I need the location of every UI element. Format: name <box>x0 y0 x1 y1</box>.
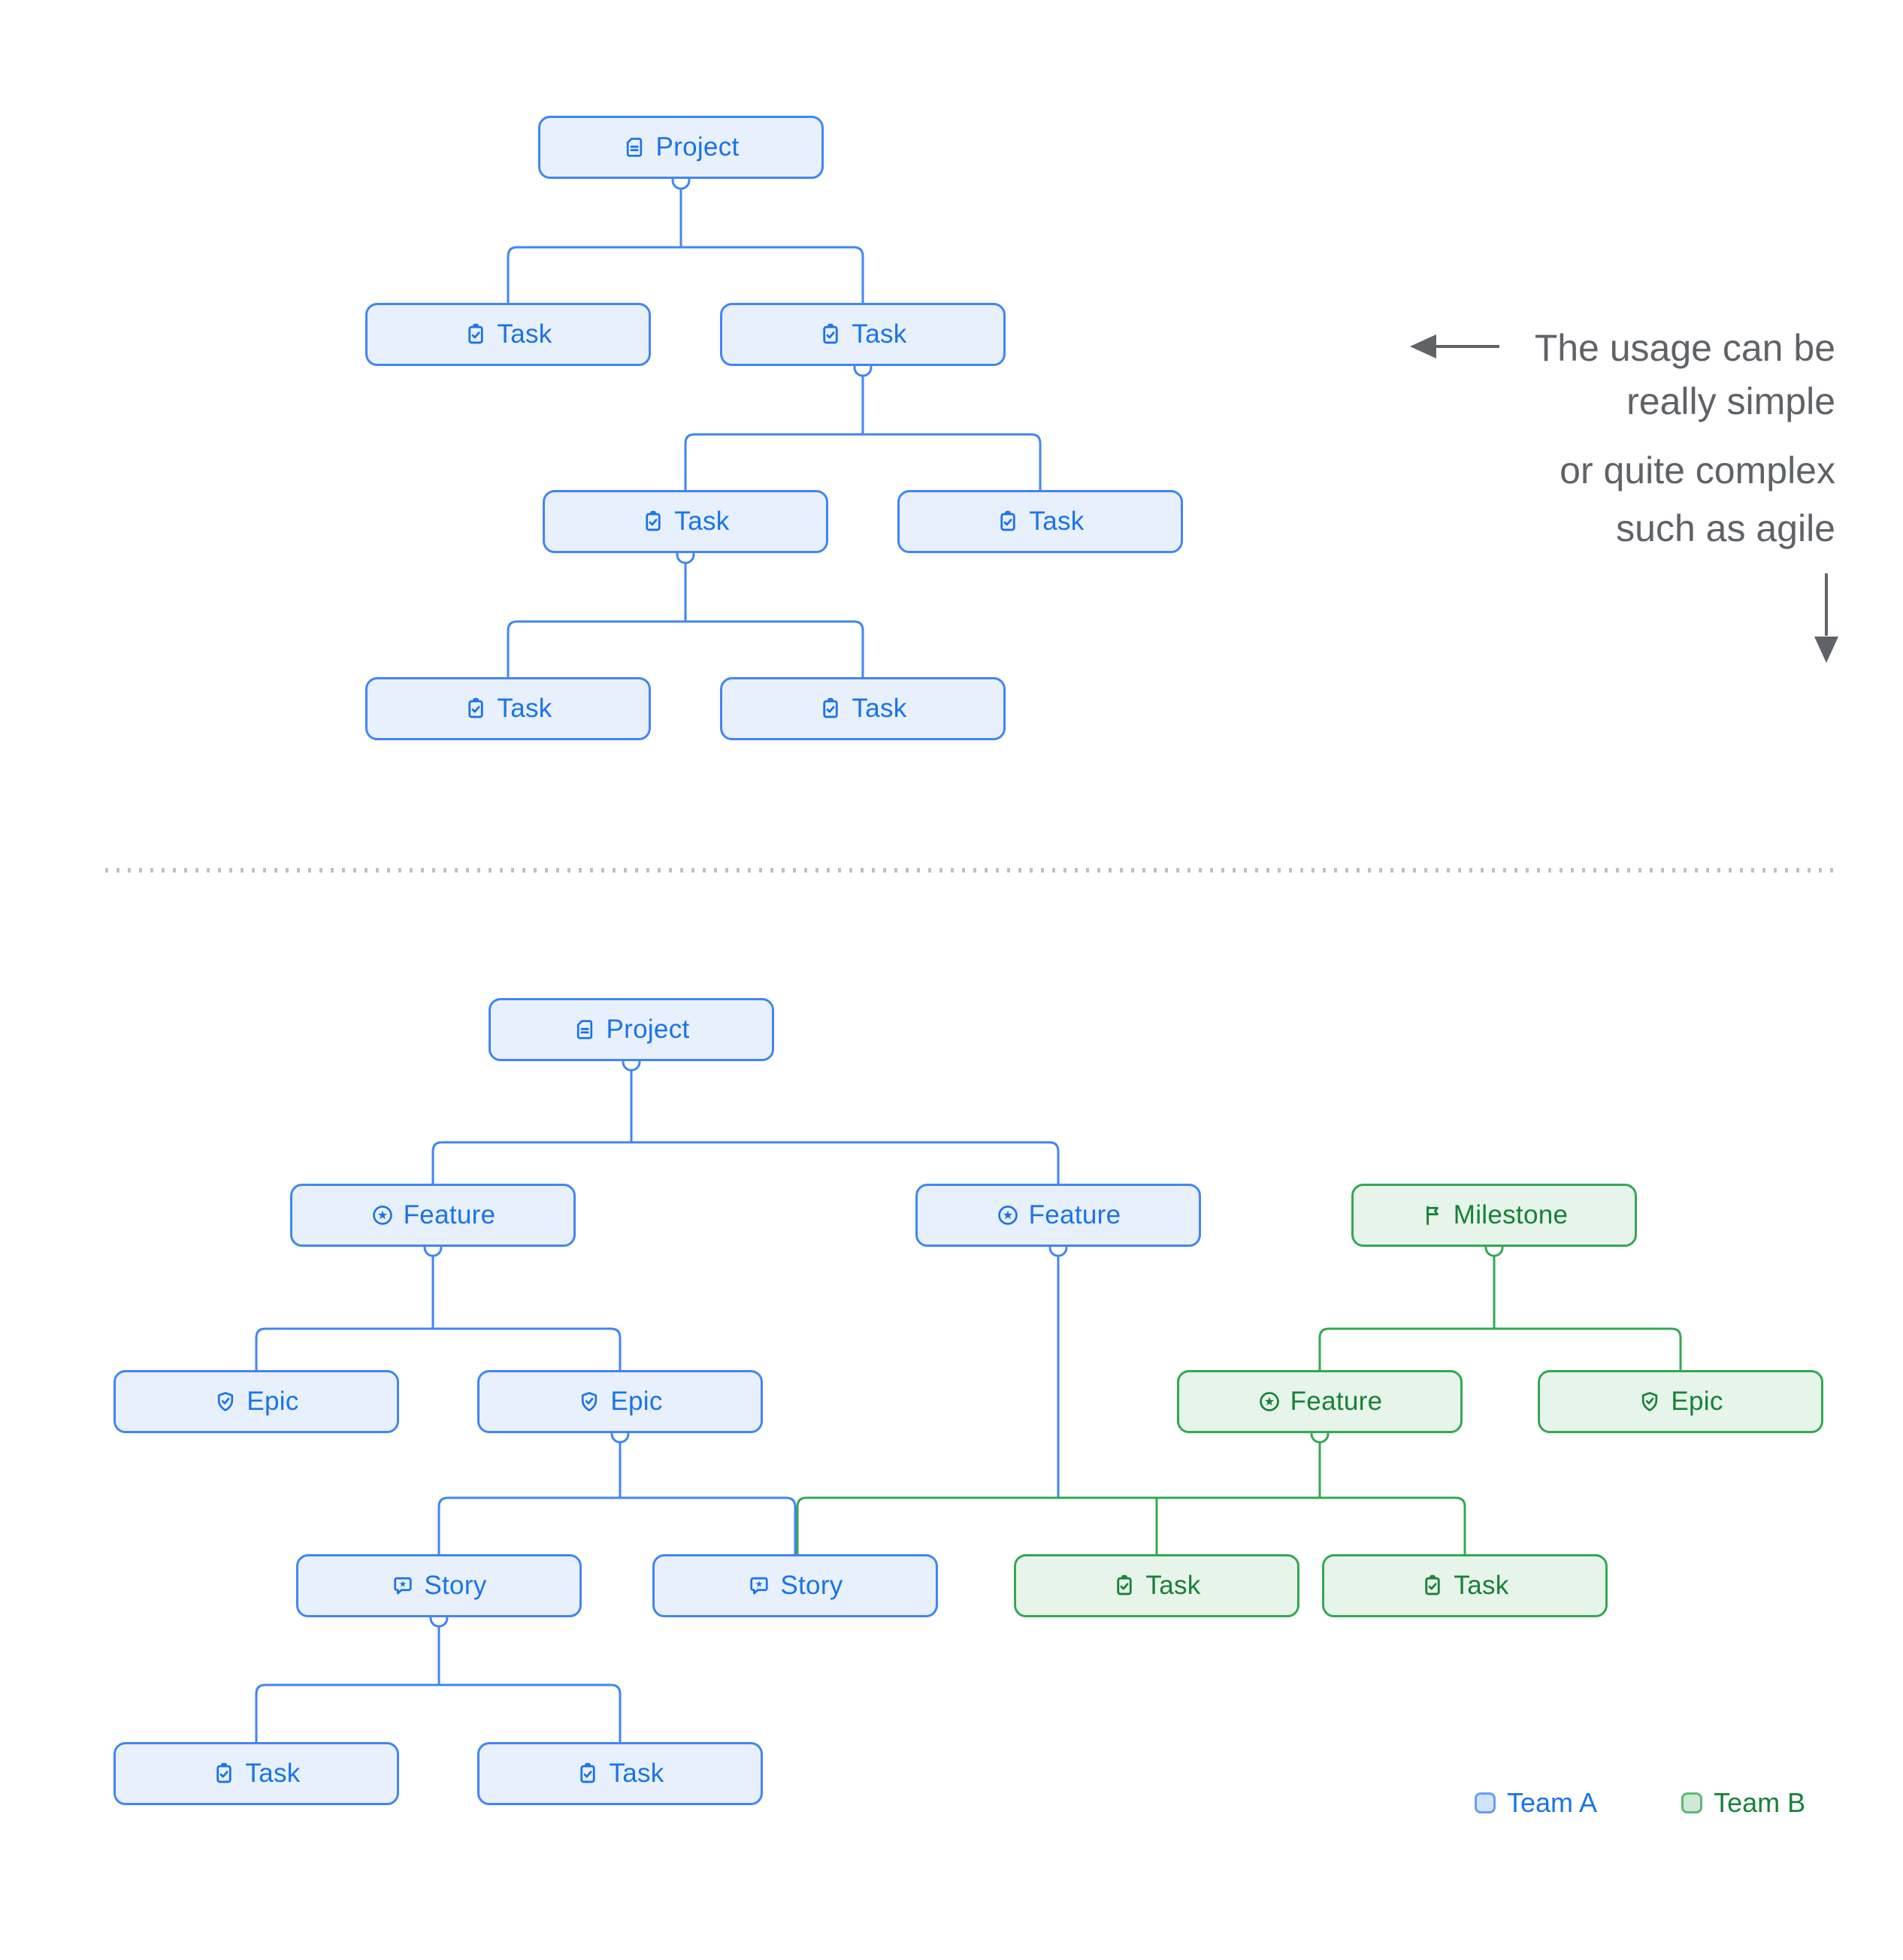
node-task-2: Task <box>720 303 1006 366</box>
task-icon <box>1420 1574 1445 1598</box>
dotted-divider <box>105 868 1834 873</box>
feature-icon <box>371 1203 395 1227</box>
node-task-3: Task <box>543 490 828 553</box>
node-label: Feature <box>1028 1200 1121 1230</box>
annotation-line-2: really simple <box>1626 380 1835 422</box>
task-icon <box>641 510 665 534</box>
node-epic-3: Epic <box>1538 1370 1823 1433</box>
node-task-6: Task <box>720 677 1006 740</box>
node-task-4: Task <box>897 490 1183 553</box>
legend-team-a-label: Team A <box>1507 1787 1598 1818</box>
annotation-complex: or quite complex such as agile <box>1560 442 1835 558</box>
node-task-9: Task <box>113 1742 399 1805</box>
node-story-1: Story <box>296 1554 582 1617</box>
team-b-swatch-icon <box>1681 1792 1703 1813</box>
node-task-8: Task <box>1322 1554 1608 1617</box>
node-epic-2: Epic <box>477 1370 763 1433</box>
node-label: Task <box>245 1759 301 1788</box>
node-label: Feature <box>1290 1387 1383 1416</box>
node-label: Task <box>1145 1571 1201 1600</box>
task-icon <box>996 510 1020 534</box>
node-label: Epic <box>1671 1387 1723 1416</box>
node-label: Task <box>497 694 552 723</box>
down-arrow-head <box>1814 637 1838 663</box>
node-feature-1: Feature <box>290 1184 576 1247</box>
node-feature-2: Feature <box>915 1184 1201 1247</box>
left-arrow-head <box>1410 334 1436 358</box>
node-project-complex: Project <box>489 998 774 1061</box>
node-task-7: Task <box>1014 1554 1299 1617</box>
node-label: Project <box>606 1015 690 1044</box>
epic-shield-icon <box>213 1390 237 1414</box>
feature-icon <box>996 1203 1020 1227</box>
node-label: Epic <box>247 1387 299 1416</box>
node-label: Task <box>852 319 907 349</box>
node-label: Project <box>655 132 740 162</box>
story-icon <box>391 1574 415 1598</box>
milestone-flag-icon <box>1420 1203 1445 1227</box>
feature-icon <box>1257 1390 1281 1414</box>
annotation-line-1: The usage can be <box>1534 327 1835 369</box>
node-label: Story <box>780 1571 843 1600</box>
epic-shield-icon <box>1638 1390 1662 1414</box>
task-icon <box>1112 1574 1136 1598</box>
node-label: Milestone <box>1453 1200 1569 1230</box>
document-icon <box>573 1018 597 1042</box>
task-icon <box>818 697 843 721</box>
story-icon <box>747 1574 771 1598</box>
annotation-line-3: or quite complex <box>1560 449 1835 492</box>
task-icon <box>212 1762 236 1786</box>
node-task-10: Task <box>477 1742 763 1805</box>
node-story-2: Story <box>652 1554 938 1617</box>
simple-tree-connectors <box>507 171 1042 677</box>
task-icon <box>818 322 843 346</box>
annotation-simple: The usage can be really simple <box>1535 322 1835 428</box>
node-label: Task <box>497 319 552 349</box>
node-task-5: Task <box>365 677 651 740</box>
node-milestone: Milestone <box>1351 1184 1637 1247</box>
legend-team-b-label: Team B <box>1714 1787 1806 1818</box>
node-label: Epic <box>610 1387 663 1416</box>
node-label: Task <box>1029 507 1085 536</box>
node-label: Task <box>1454 1571 1509 1600</box>
node-label: Feature <box>403 1200 496 1230</box>
node-label: Task <box>852 694 907 723</box>
node-label: Story <box>424 1571 487 1600</box>
node-feature-3: Feature <box>1177 1370 1463 1433</box>
legend-team-a: Team A <box>1475 1787 1597 1819</box>
annotation-line-4: such as agile <box>1616 507 1835 549</box>
team-a-swatch-icon <box>1475 1792 1496 1813</box>
node-label: Task <box>609 1759 664 1788</box>
epic-shield-icon <box>577 1390 601 1414</box>
document-icon <box>622 135 646 159</box>
node-project-simple: Project <box>538 116 824 179</box>
annotation-arrows <box>1410 334 1838 663</box>
node-task-1: Task <box>365 303 651 366</box>
task-icon <box>576 1762 600 1786</box>
legend: Team A Team B <box>1475 1787 1805 1819</box>
node-label: Task <box>674 507 730 536</box>
task-icon <box>464 322 488 346</box>
task-icon <box>464 697 488 721</box>
node-epic-1: Epic <box>113 1370 399 1433</box>
legend-team-b: Team B <box>1681 1787 1805 1819</box>
